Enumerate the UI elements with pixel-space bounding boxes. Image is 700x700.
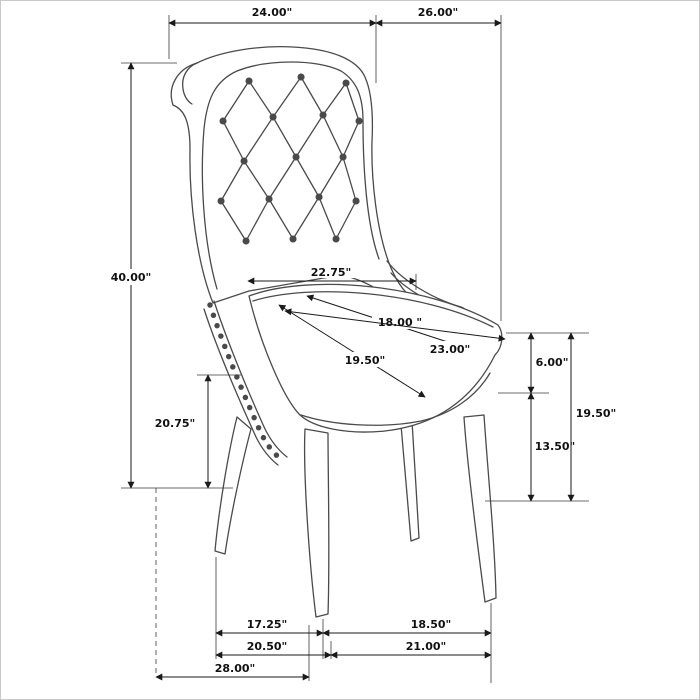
dim-line — [278, 304, 426, 398]
label-bg — [242, 639, 292, 652]
front-right-leg — [463, 414, 497, 603]
dim-label-overall-depth: 28.00" — [215, 662, 256, 675]
dim-label-seat-back-width: 22.75" — [311, 266, 352, 279]
dim-leg-span-side: 17.25" — [215, 617, 324, 637]
trim-band-inner — [213, 300, 288, 458]
label-bg — [573, 405, 621, 420]
dim-label-top-right: 26.00" — [418, 6, 459, 19]
dim-label-seat-diagonal: 19.50" — [345, 354, 386, 367]
label-bg — [210, 661, 260, 674]
dim-top-right-width: 26.00" — [375, 6, 502, 27]
dim-label-base-width: 21.00" — [406, 640, 447, 653]
chair-headrest-scroll — [181, 62, 198, 105]
dim-arm-height: 20.75" — [155, 374, 212, 489]
label-bg — [338, 352, 392, 367]
dim-overall-depth: 28.00" — [155, 661, 310, 681]
tufting-buttons — [217, 73, 363, 245]
dim-back-seat-height: 19.50" — [567, 332, 621, 502]
dim-base-depth: 20.50" — [215, 639, 332, 659]
dim-label-base-depth: 20.50" — [247, 640, 288, 653]
label-bg — [534, 354, 570, 369]
dim-cushion-thickness: 6.00" — [527, 332, 570, 394]
dim-leg-span-front: 18.50" — [322, 617, 492, 637]
dim-label-seat-to-floor: 13.50" — [535, 440, 576, 453]
label-bg — [423, 341, 477, 356]
dim-seat-to-floor: 13.50" — [527, 392, 577, 502]
dim-label-cushion-thickness: 6.00" — [536, 356, 569, 369]
dim-label-back-seat-height: 19.50" — [576, 407, 617, 420]
label-bg — [303, 265, 359, 278]
dim-label-seat-front-width: 23.00" — [430, 343, 471, 356]
dim-seat-diagonal: 19.50" — [278, 304, 426, 398]
label-bg — [103, 269, 159, 285]
dim-top-left-width: 24.00" — [168, 6, 377, 27]
dim-base-width: 21.00" — [330, 639, 492, 659]
label-bg — [406, 617, 456, 630]
dim-overall-height: 40.00" — [103, 62, 159, 489]
trim-band-outer — [203, 308, 279, 466]
dim-label-top-left: 24.00" — [252, 6, 293, 19]
dim-label-seat-depth: 18.00 " — [378, 316, 422, 329]
dim-seat-back-width: 22.75" — [247, 265, 417, 285]
rear-right-leg — [400, 420, 420, 542]
dim-label-overall-height: 40.00" — [111, 271, 152, 284]
dim-label-leg-span-front: 18.50" — [411, 618, 452, 631]
dim-label-arm-height: 20.75" — [155, 417, 196, 430]
chair-back-outline — [170, 45, 414, 308]
rear-left-leg — [214, 416, 252, 555]
label-bg — [401, 639, 451, 652]
front-left-leg — [303, 428, 330, 618]
label-bg — [242, 617, 292, 630]
dim-label-leg-span-side: 17.25" — [247, 618, 288, 631]
dimension-annotations: 24.00" 26.00" 40.00" 20.75" 22.75" 18.00 — [103, 6, 621, 683]
chair-back-inner-seam — [201, 61, 380, 290]
seat-front-seam — [300, 372, 491, 426]
tufting-lines — [220, 76, 360, 242]
label-bg — [533, 438, 577, 453]
